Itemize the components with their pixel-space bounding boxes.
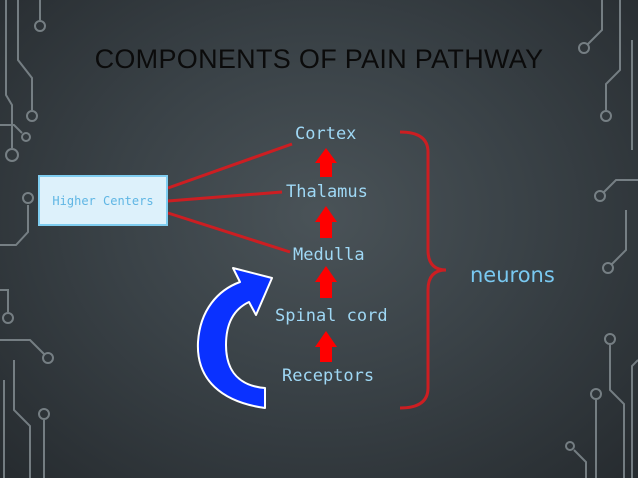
node-thalamus: Thalamus bbox=[286, 182, 368, 202]
higher-centers-box: Higher Centers bbox=[38, 175, 168, 226]
up-arrow-medulla-to-thalamus bbox=[315, 206, 337, 238]
feedback-arrow bbox=[196, 267, 273, 409]
connector-line-cortex bbox=[167, 142, 293, 190]
higher-centers-label: Higher Centers bbox=[52, 193, 154, 208]
neurons-label: neurons bbox=[470, 263, 555, 287]
neurons-bracket bbox=[399, 130, 447, 410]
node-cortex: Cortex bbox=[295, 124, 357, 144]
node-spinal-cord: Spinal cord bbox=[275, 306, 388, 326]
up-arrow-thalamus-to-cortex bbox=[315, 148, 337, 177]
slide-title: COMPONENTS OF PAIN PATHWAY bbox=[94, 44, 544, 74]
connector-line-thalamus bbox=[167, 190, 283, 203]
up-arrow-receptors-to-spinal bbox=[315, 331, 337, 362]
node-medulla: Medulla bbox=[293, 245, 365, 265]
connector-line-medulla bbox=[167, 211, 291, 254]
node-receptors: Receptors bbox=[282, 366, 375, 386]
up-arrow-spinal-to-medulla bbox=[315, 266, 337, 298]
